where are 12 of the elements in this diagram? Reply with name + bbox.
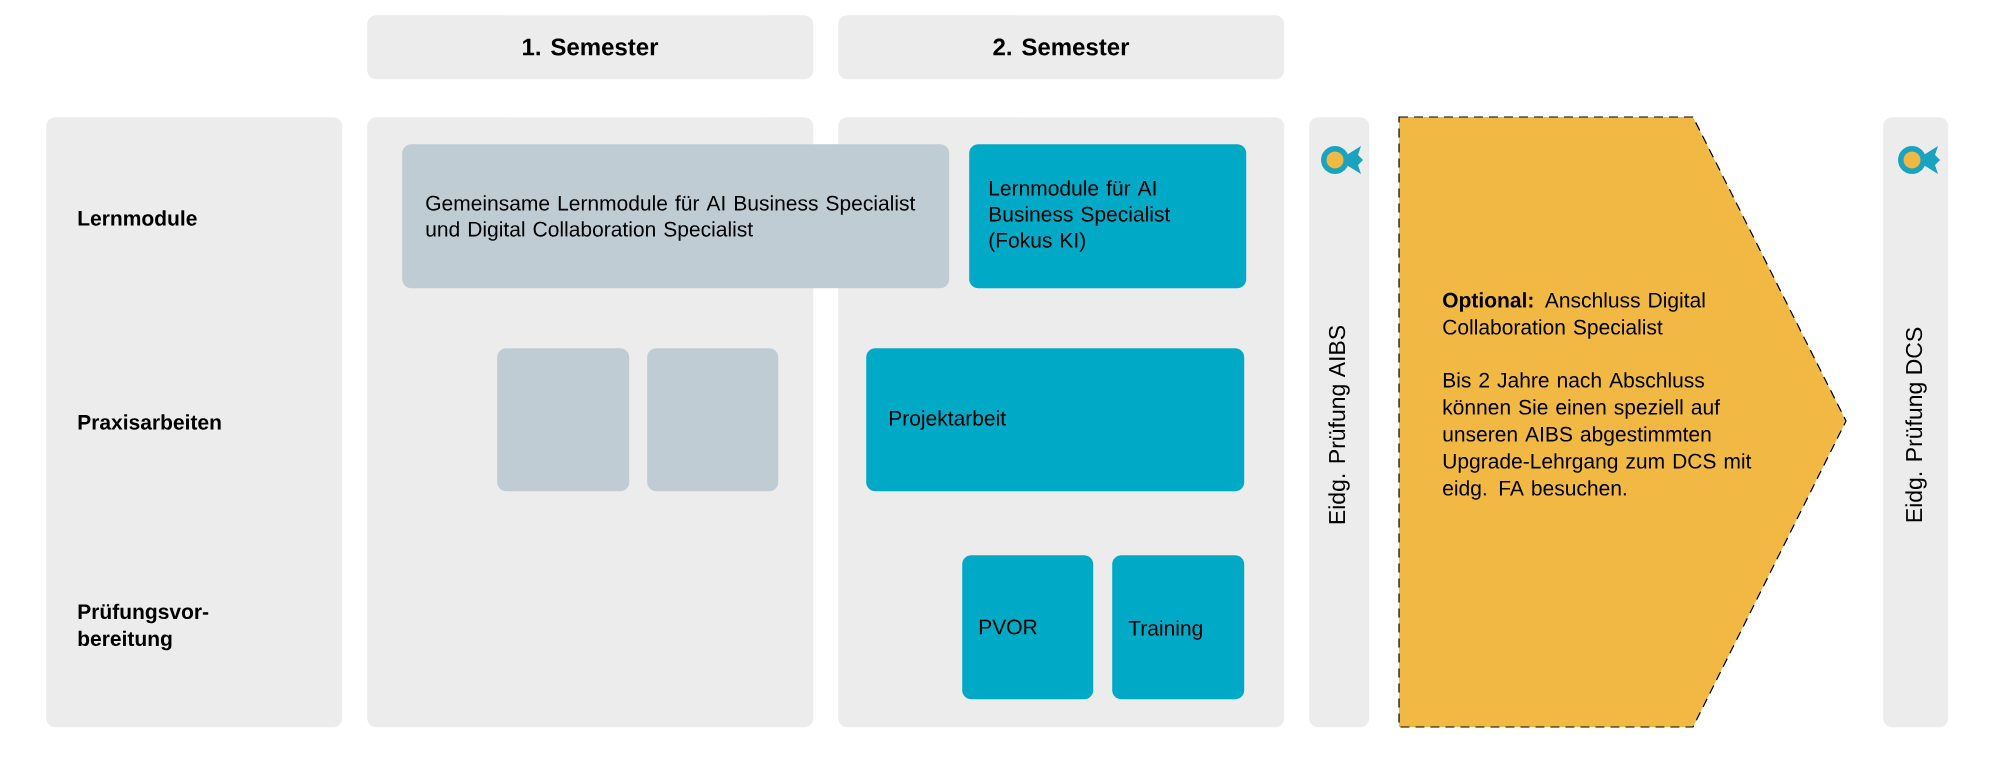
- placeholder-box: [647, 348, 779, 492]
- module-box: PVOR: [962, 555, 1094, 700]
- module-box: Gemeinsame Lernmodule für AI Business Specialist und Digital Collaboration Specialist: [402, 144, 950, 289]
- project-box: Projektarbeit: [866, 348, 1245, 492]
- exam-bar: Eidg. Prüfung DCS: [1883, 117, 1949, 728]
- exam-bar: Eidg. Prüfung AIBS: [1309, 117, 1370, 728]
- row-label-panel: Lernmodule Praxisarbeiten Prüfungsvor-bereitung: [46, 117, 343, 728]
- semester-header: 1. Semester: [367, 15, 814, 80]
- semester-header: 2. Semester: [838, 15, 1285, 80]
- module-box: Training: [1112, 555, 1245, 700]
- module-box: Lernmodule für AI Business Specialist (Fokus KI): [969, 144, 1247, 289]
- placeholder-box: [497, 348, 630, 492]
